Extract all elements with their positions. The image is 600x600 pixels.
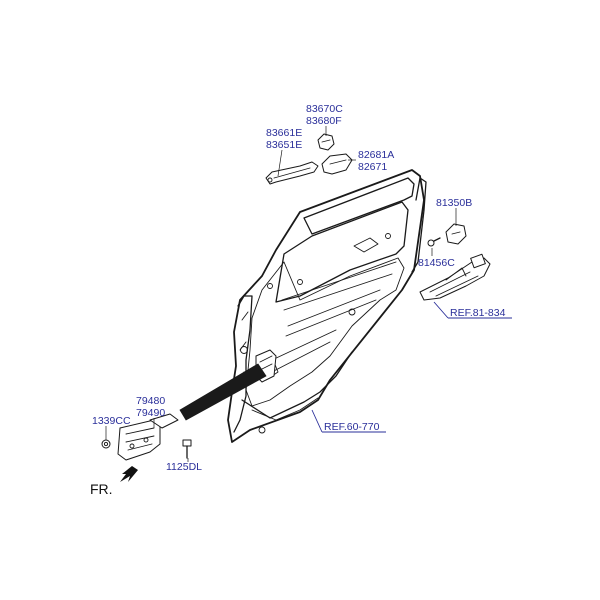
label-handle-a: 83661E: [266, 127, 302, 139]
inner-beam-2: [267, 329, 337, 375]
checker-arm-hole-1: [129, 443, 135, 449]
door-checker-arm: [117, 413, 179, 461]
checker-nut-hole: [103, 441, 109, 447]
latch-striker-slot: [451, 231, 461, 235]
window-opening: [275, 201, 409, 303]
outside-handle-pin: [267, 177, 273, 183]
outside-handle: [265, 161, 319, 185]
handle-bezel-body: [321, 153, 353, 175]
front-direction-indicator: FR.: [90, 466, 138, 497]
door-outer-edge: [227, 169, 425, 443]
door-front-flange-inner: [239, 311, 249, 381]
label-handle-bracket-a: 82681A: [358, 149, 394, 161]
label-checker-b: 79490: [136, 407, 165, 419]
latch-body-detail-1: [429, 271, 479, 297]
handle-bezel: [321, 153, 353, 175]
panel-hole-2: [348, 308, 356, 316]
window-frame-top: [303, 177, 415, 235]
rear-door-panel: [227, 169, 427, 443]
leader-lines: [105, 126, 457, 462]
checker-nut: [101, 439, 111, 449]
handle-cover-cap-detail: [321, 139, 331, 143]
inner-beam-1: [281, 261, 397, 337]
panel-hole-4: [258, 426, 266, 434]
label-latch-striker: 81350B: [436, 197, 472, 209]
checker-arm-tab: [149, 413, 179, 429]
handle-cover-cap: [317, 133, 335, 151]
ref-latch-label: REF.81-834: [450, 307, 506, 319]
panel-hole-5: [267, 283, 273, 289]
ref-door-connector: [311, 409, 323, 433]
latch-rod: [445, 267, 467, 281]
handle-cover-cap-body: [317, 133, 335, 151]
label-bolt: 1125DL: [166, 461, 202, 473]
checker-bolt-head: [182, 439, 192, 447]
panel-hole-6: [385, 233, 391, 239]
label-latch-bolt: 81456C: [418, 257, 455, 269]
door-lower-curve: [241, 351, 353, 419]
label-handle-cover-a: 83670C: [306, 103, 343, 115]
outside-handle-grip-line: [273, 167, 311, 179]
door-front-flange: [233, 295, 253, 433]
hinge-bracket-detail: [259, 355, 273, 371]
door-checker-strap: [179, 363, 267, 421]
handle-bezel-detail: [329, 159, 347, 165]
label-checker-a: 79480: [136, 395, 165, 407]
checker-arm-hole-2: [143, 437, 149, 443]
ref-door-label: REF.60-770: [324, 421, 380, 433]
door-lower-curve-inner: [251, 397, 319, 421]
front-arrow-icon: [120, 466, 138, 482]
inner-panel-border: [245, 257, 405, 407]
checker-bolt: [182, 439, 192, 459]
ref-latch-connector: [433, 301, 449, 319]
checker-arm-ribs: [125, 427, 155, 451]
label-handle-bracket-b: 82671: [358, 161, 387, 173]
leader-handle: [277, 149, 283, 177]
inner-handle-recess: [353, 237, 379, 253]
door-latch-assembly: [419, 223, 491, 301]
label-nut: 1339CC: [92, 415, 131, 427]
panel-hole-1: [240, 346, 248, 354]
door-rear-strip: [411, 177, 427, 273]
panel-hole-3: [297, 279, 303, 285]
label-handle-cover-b: 83680F: [306, 115, 342, 127]
checker-nut-body: [101, 439, 111, 449]
latch-connector: [470, 253, 486, 269]
label-handle-b: 83651E: [266, 139, 302, 151]
latch-striker: [445, 223, 467, 245]
latch-bolt-head: [427, 239, 435, 247]
front-label: FR.: [90, 481, 113, 497]
